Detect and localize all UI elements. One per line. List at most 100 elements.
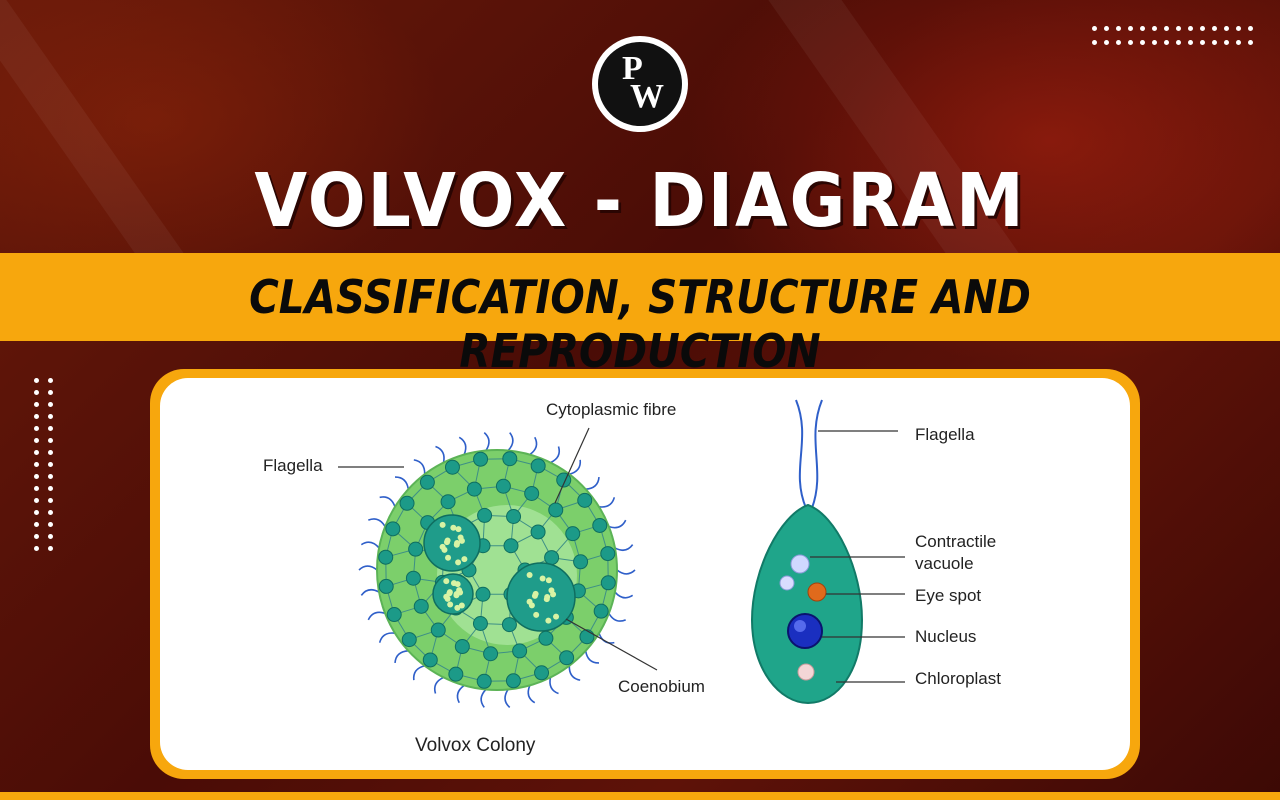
colony-flagella-label: Flagella (263, 456, 323, 475)
contractile-vacuole-label-line1: Contractile (915, 532, 997, 551)
cell-flagellum (811, 399, 823, 509)
colony-cell (444, 459, 460, 475)
chloroplast-label: Chloroplast (915, 669, 1001, 688)
decorative-dot (48, 462, 53, 467)
colony-cell (577, 492, 593, 508)
cell-flagella-label: Flagella (915, 425, 975, 444)
decorative-dot (1116, 40, 1121, 45)
decorative-dot (48, 402, 53, 407)
chloroplast (797, 663, 815, 681)
flagellum-strand (394, 476, 410, 490)
decorative-dot (1104, 40, 1109, 45)
flagellum-strand (433, 676, 444, 694)
colony-cell (475, 586, 491, 602)
flagellum-strand (367, 611, 386, 621)
daughter-cell (439, 543, 446, 550)
daughter-cell (444, 537, 451, 544)
decorative-dot (1128, 26, 1133, 31)
decorative-dot (34, 546, 39, 551)
decorative-dot (1092, 26, 1097, 31)
decorative-dot (1104, 26, 1109, 31)
daughter-cell (458, 537, 465, 544)
flagellum-strand (529, 436, 538, 456)
colony-cell (573, 554, 589, 570)
decorative-dot (48, 522, 53, 527)
flagellum-strand (378, 632, 396, 643)
decorative-dot (34, 438, 39, 443)
logo-letter-w: W (630, 78, 664, 115)
flagellum-strand (614, 544, 634, 552)
cytoplasmic-fibre-leader (554, 427, 590, 504)
daughter-cell (454, 604, 461, 611)
daughter-cell (458, 602, 465, 609)
flagellum-strand (504, 689, 511, 709)
decorative-dot (1236, 26, 1241, 31)
contractile-vacuole (779, 575, 795, 591)
decorative-dot (1212, 26, 1217, 31)
decorative-dot (48, 426, 53, 431)
decorative-dot (48, 378, 53, 383)
colony-cell (579, 629, 595, 645)
flagellum-strand (585, 476, 600, 490)
decorative-dot (1224, 26, 1229, 31)
colony-cell (399, 495, 415, 511)
flagellum-strand (394, 650, 409, 664)
coenobium-label: Coenobium (618, 677, 705, 696)
colony-cell (476, 673, 492, 689)
flagellum-strand (569, 459, 582, 476)
daughter-colony (423, 514, 481, 572)
daughter-cell (447, 601, 454, 608)
colony-cell (548, 502, 564, 518)
colony-cell (454, 639, 470, 655)
daughter-cell (532, 590, 539, 597)
colony-caption: Volvox Colony (415, 735, 536, 756)
decorative-dot (1212, 40, 1217, 45)
decorative-dot (34, 414, 39, 419)
decorative-dot (1176, 40, 1181, 45)
nucleus-highlight (794, 620, 806, 632)
daughter-cell (526, 572, 533, 579)
flagellum-strand (483, 431, 490, 451)
nucleus (787, 613, 823, 649)
colony-cell (419, 474, 435, 490)
daughter-colony (432, 573, 474, 615)
decorative-dot (34, 426, 39, 431)
colony-cell (501, 617, 517, 633)
flagellum-strand (527, 685, 536, 704)
colony-cell (593, 603, 609, 619)
nucleus-label: Nucleus (915, 627, 977, 646)
colony-cell (378, 578, 394, 594)
subtitle-band (0, 253, 1280, 341)
colony-cell (378, 549, 394, 565)
colony-cell (473, 451, 489, 467)
decorative-dot (34, 534, 39, 539)
decorative-dot (34, 486, 39, 491)
decorative-dot (34, 402, 39, 407)
colony-cell (506, 509, 522, 525)
colony-cell (401, 632, 417, 648)
colony-cell (530, 524, 546, 540)
contractile-vacuole (790, 554, 810, 574)
flagellum-strand (360, 541, 380, 549)
eye-spot-label: Eye spot (915, 586, 982, 605)
logo-letter-p: P (622, 50, 643, 87)
volvox-cell-illustration (750, 399, 864, 705)
daughter-cell (543, 596, 550, 603)
diagram-card (160, 378, 1130, 770)
daughter-cell (539, 575, 546, 582)
decorative-dot (1188, 26, 1193, 31)
flagellum-strand (584, 650, 600, 664)
decorative-dot (34, 378, 39, 383)
pw-logo: P W (592, 36, 688, 132)
decorative-dot (34, 390, 39, 395)
daughter-cell (446, 589, 453, 596)
label-leader-lines (338, 427, 905, 683)
colony-cell (422, 652, 438, 668)
decorative-dot (48, 450, 53, 455)
decorative-dot (1152, 26, 1157, 31)
colony-cell (405, 570, 421, 586)
flagellum-strand (358, 565, 378, 571)
decorative-dot (1188, 40, 1193, 45)
daughter-cell (461, 556, 468, 563)
flagellum-strand (616, 569, 636, 575)
